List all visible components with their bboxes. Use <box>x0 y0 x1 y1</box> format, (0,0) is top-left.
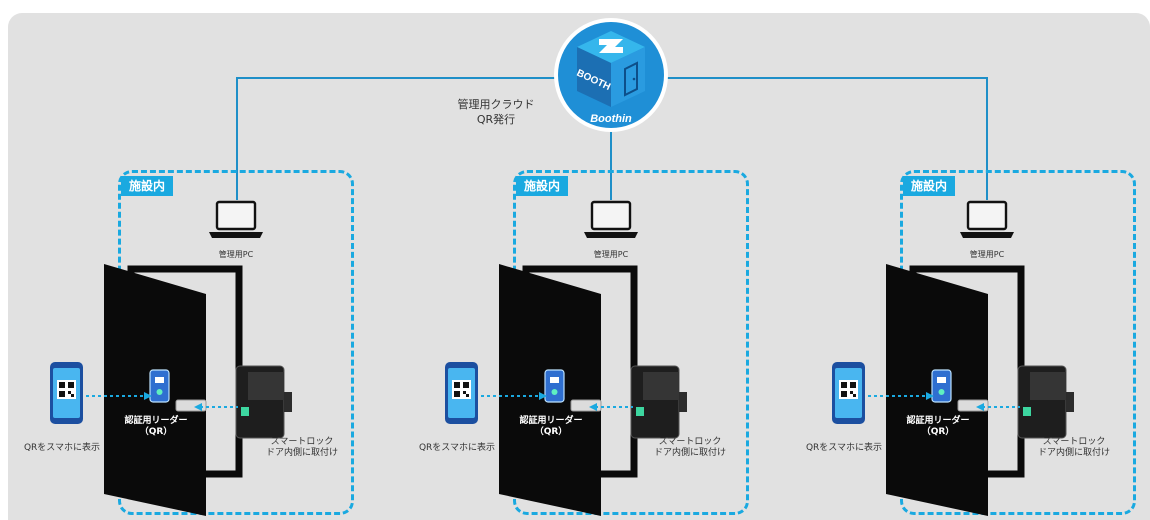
door-illustration <box>104 264 292 516</box>
smartphone-qr-icon <box>832 362 934 424</box>
lock-label-line2: ドア内側に取付け <box>1037 448 1110 458</box>
lock-label: スマートロック ドア内側に取付け <box>1024 437 1124 459</box>
lock-label: スマートロック ドア内側に取付け <box>252 437 352 459</box>
door-illustration <box>886 264 1074 516</box>
lock-label-line2: ドア内側に取付け <box>653 448 726 458</box>
phone-label: QRをスマホに表示 <box>23 443 101 453</box>
smartphone-qr-icon <box>50 362 152 424</box>
pc-label: 管理用PC <box>593 250 629 259</box>
reader-label-line1: 認証用リーダー <box>519 416 583 426</box>
pc-label: 管理用PC <box>969 250 1005 259</box>
line-to-facility-3 <box>667 77 988 200</box>
reader-label: 認証用リーダー （QR） <box>509 416 593 438</box>
door-illustration <box>499 264 687 516</box>
lock-signal-arrow <box>589 403 633 411</box>
reader-label-line2: （QR） <box>921 427 955 437</box>
smartphone-qr-icon <box>445 362 547 424</box>
facility-tag: 施設内 <box>903 176 956 196</box>
reader-label: 認証用リーダー （QR） <box>896 416 980 438</box>
lock-signal-arrow <box>194 403 238 411</box>
line-to-facility-1 <box>236 77 555 200</box>
laptop-icon <box>209 200 263 238</box>
lock-label-line1: スマートロック <box>658 437 722 447</box>
cloud-label: 管理用クラウド QR発行 <box>436 97 556 127</box>
pc-label: 管理用PC <box>218 250 254 259</box>
reader-label-line2: （QR） <box>139 427 173 437</box>
facility-tag: 施設内 <box>121 176 174 196</box>
reader-label-line2: （QR） <box>534 427 568 437</box>
lock-label-line1: スマートロック <box>270 437 334 447</box>
phone-label: QRをスマホに表示 <box>418 443 496 453</box>
lock-label: スマートロック ドア内側に取付け <box>640 437 740 459</box>
lock-label-line1: スマートロック <box>1042 437 1106 447</box>
booth-cloud-logo-icon: BOOTH Boothin <box>554 18 668 132</box>
lock-label-line2: ドア内側に取付け <box>265 448 338 458</box>
reader-label-line1: 認証用リーダー <box>124 416 188 426</box>
lock-signal-arrow <box>976 403 1020 411</box>
cloud-label-line1: 管理用クラウド <box>457 98 535 111</box>
cloud-label-line2: QR発行 <box>476 113 516 126</box>
laptop-icon <box>584 200 638 238</box>
reader-label-line1: 認証用リーダー <box>906 416 970 426</box>
boothin-brand-text: Boothin <box>590 113 632 125</box>
facility-tag: 施設内 <box>516 176 569 196</box>
laptop-icon <box>960 200 1014 238</box>
phone-label: QRをスマホに表示 <box>805 443 883 453</box>
reader-label: 認証用リーダー （QR） <box>114 416 198 438</box>
